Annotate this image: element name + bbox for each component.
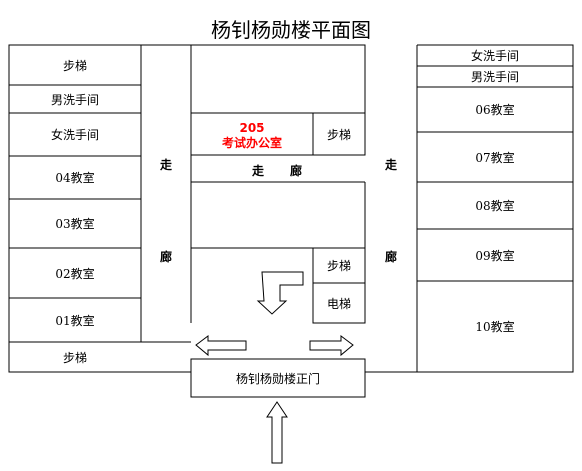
corridor-right-upper: 走 xyxy=(385,158,398,172)
room-03: 03教室 xyxy=(55,217,95,231)
room-06: 06教室 xyxy=(475,103,515,117)
elevator: 电梯 xyxy=(326,296,351,311)
main-entrance: 杨钊杨勋楼正门 xyxy=(235,371,320,386)
room-01: 01教室 xyxy=(55,313,95,328)
corridor-center-right: 廊 xyxy=(290,164,303,178)
corridor-left-lower: 廊 xyxy=(160,250,173,264)
room-10: 10教室 xyxy=(475,320,515,334)
center-stairs-lower: 步梯 xyxy=(326,259,351,273)
left-stairs-bottom: 步梯 xyxy=(62,350,87,365)
corridor-center-left: 走 xyxy=(252,164,265,178)
center-upper-block xyxy=(190,44,366,156)
main-entrance-outline xyxy=(190,358,366,398)
room-02: 02教室 xyxy=(55,266,95,281)
room-outline-elevator xyxy=(312,282,366,324)
center-stairs-upper: 步梯 xyxy=(326,127,351,142)
right-arrow-icon xyxy=(309,335,354,357)
bent-arrow-icon xyxy=(256,271,304,315)
room-04: 04教室 xyxy=(55,171,95,185)
room-09: 09教室 xyxy=(475,248,515,263)
right-mens-restroom: 男洗手间 xyxy=(470,70,519,84)
exam-office-name: 考试办公室 xyxy=(221,136,282,150)
right-womens-restroom: 女洗手间 xyxy=(470,49,519,63)
up-arrow-icon xyxy=(266,401,288,464)
left-arrow-icon xyxy=(195,335,247,357)
left-stairs-top: 步梯 xyxy=(62,58,87,73)
left-mens-restroom: 男洗手间 xyxy=(50,92,99,107)
page-title: 杨钊杨勋楼平面图 xyxy=(211,18,371,42)
corridor-right-lower: 廊 xyxy=(385,250,398,264)
room-07: 07教室 xyxy=(475,150,515,165)
exam-office-number: 205 xyxy=(239,121,265,135)
corridor-left-upper: 走 xyxy=(160,158,173,172)
room-08: 08教室 xyxy=(475,199,515,213)
left-womens-restroom: 女洗手间 xyxy=(50,128,99,142)
exam-office: 205 考试办公室 xyxy=(191,121,313,151)
